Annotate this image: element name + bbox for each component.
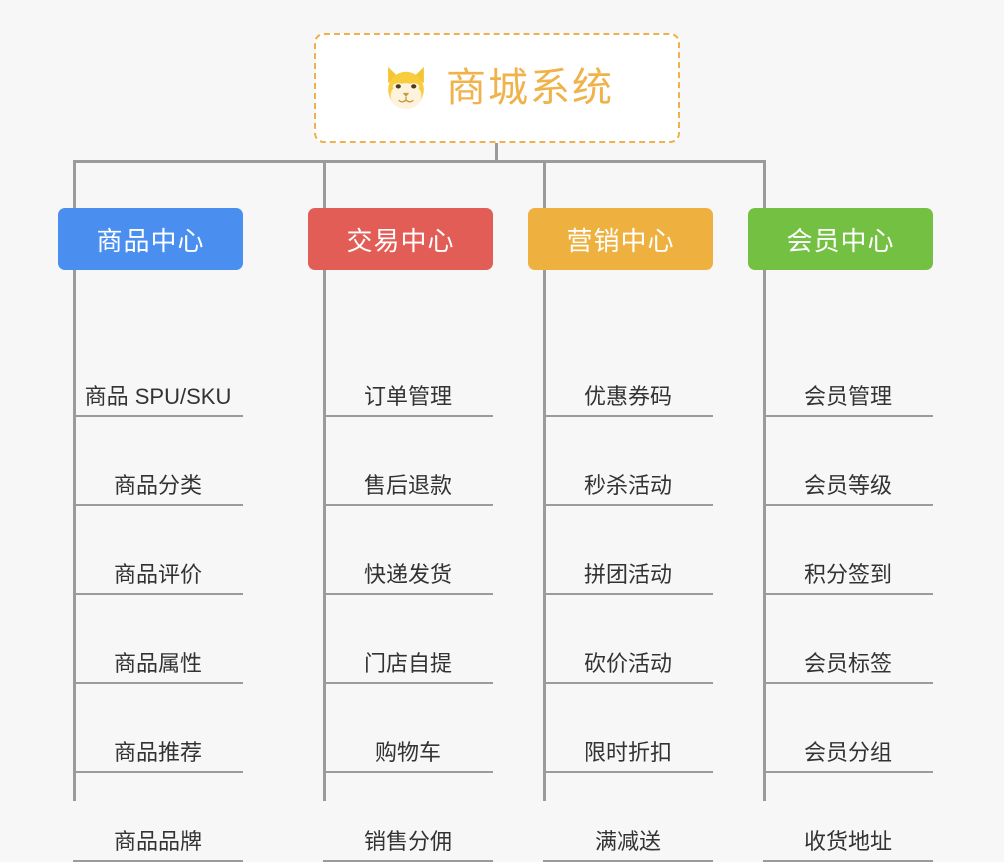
leaf-item-label: 商品分类 (113, 472, 202, 498)
leaf-item[interactable]: 会员分组 (763, 684, 933, 773)
column-header-4[interactable]: 会员中心 (748, 208, 933, 270)
column-header-3[interactable]: 营销中心 (528, 208, 713, 270)
leaf-item-label: 商品推荐 (113, 739, 202, 765)
leaf-item-label: 收货地址 (803, 828, 892, 854)
column-spine-2 (323, 270, 326, 801)
leaf-item-label: 会员标签 (803, 650, 892, 676)
leaf-item[interactable]: 售后退款 (323, 417, 493, 506)
leaf-item[interactable]: 商品 SPU/SKU (73, 328, 243, 417)
leaf-item-label: 拼团活动 (583, 561, 672, 587)
column-spine-3 (543, 270, 546, 801)
column-4: 会员中心会员管理会员等级积分签到会员标签会员分组收货地址 (748, 208, 933, 862)
column-1: 商品中心商品 SPU/SKU 商品分类商品评价商品属性商品推荐商品品牌 (58, 208, 243, 862)
leaf-item-label: 满减送 (594, 828, 661, 854)
leaf-item-label: 限时折扣 (583, 739, 672, 765)
leaf-item-label: 会员分组 (803, 739, 892, 765)
leaf-item-label: 砍价活动 (583, 650, 672, 676)
leaf-item[interactable]: 优惠券码 (543, 328, 713, 417)
column-header-1[interactable]: 商品中心 (58, 208, 243, 270)
connector-horizontal-bus (73, 160, 765, 163)
connector-drop-3 (543, 160, 546, 208)
leaf-item-label: 购物车 (374, 739, 441, 765)
column-header-2[interactable]: 交易中心 (308, 208, 493, 270)
leaf-item[interactable]: 砍价活动 (543, 595, 713, 684)
leaf-item[interactable]: 商品品牌 (73, 773, 243, 862)
leaf-item-label: 售后退款 (363, 472, 452, 498)
leaf-item[interactable]: 会员管理 (763, 328, 933, 417)
connector-drop-2 (323, 160, 326, 208)
leaf-item-label: 销售分佣 (363, 828, 452, 854)
leaf-item[interactable]: 积分签到 (763, 506, 933, 595)
leaf-item-label: 订单管理 (363, 383, 452, 409)
leaf-item[interactable]: 订单管理 (323, 328, 493, 417)
leaf-item-label: 商品属性 (113, 650, 202, 676)
leaf-item-label: 会员管理 (803, 383, 892, 409)
leaf-item[interactable]: 商品评价 (73, 506, 243, 595)
leaf-item[interactable]: 会员标签 (763, 595, 933, 684)
root-node[interactable]: 商城系统 (314, 33, 680, 143)
column-3: 营销中心优惠券码秒杀活动拼团活动砍价活动限时折扣满减送 (528, 208, 713, 862)
connector-root-stem (495, 143, 498, 163)
leaf-item-label: 门店自提 (363, 650, 452, 676)
leaf-item[interactable]: 限时折扣 (543, 684, 713, 773)
column-spine-4 (763, 270, 766, 801)
org-chart-diagram: 商城系统 商品中心商品 SPU/SKU 商品分类商品评价商品属性商品推荐商品品牌 交… (58, 33, 933, 862)
column-spine-1 (73, 270, 76, 801)
leaf-item-label: 商品评价 (113, 561, 202, 587)
leaf-item-label: 商品 SPU/SKU (84, 383, 232, 409)
leaf-item-label: 商品品牌 (113, 828, 202, 854)
leaf-item[interactable]: 商品分类 (73, 417, 243, 506)
connector-drop-1 (73, 160, 76, 208)
leaf-item[interactable]: 快递发货 (323, 506, 493, 595)
leaf-item[interactable]: 满减送 (543, 773, 713, 862)
leaf-item-label: 优惠券码 (583, 383, 672, 409)
shiba-dog-face-icon (388, 66, 424, 110)
leaf-item[interactable]: 商品属性 (73, 595, 243, 684)
leaf-item-label: 快递发货 (363, 561, 452, 587)
leaf-item-label: 秒杀活动 (583, 472, 672, 498)
column-2: 交易中心订单管理售后退款快递发货门店自提购物车销售分佣 (308, 208, 493, 862)
leaf-item[interactable]: 秒杀活动 (543, 417, 713, 506)
leaf-item[interactable]: 门店自提 (323, 595, 493, 684)
root-title: 商城系统 (446, 66, 614, 110)
connector-drop-4 (763, 160, 766, 208)
leaf-item[interactable]: 拼团活动 (543, 506, 713, 595)
leaf-item[interactable]: 购物车 (323, 684, 493, 773)
leaf-item[interactable]: 销售分佣 (323, 773, 493, 862)
leaf-item[interactable]: 会员等级 (763, 417, 933, 506)
leaf-item[interactable]: 商品推荐 (73, 684, 243, 773)
leaf-item-label: 会员等级 (803, 472, 892, 498)
leaf-item-label: 积分签到 (803, 561, 892, 587)
leaf-item[interactable]: 收货地址 (763, 773, 933, 862)
